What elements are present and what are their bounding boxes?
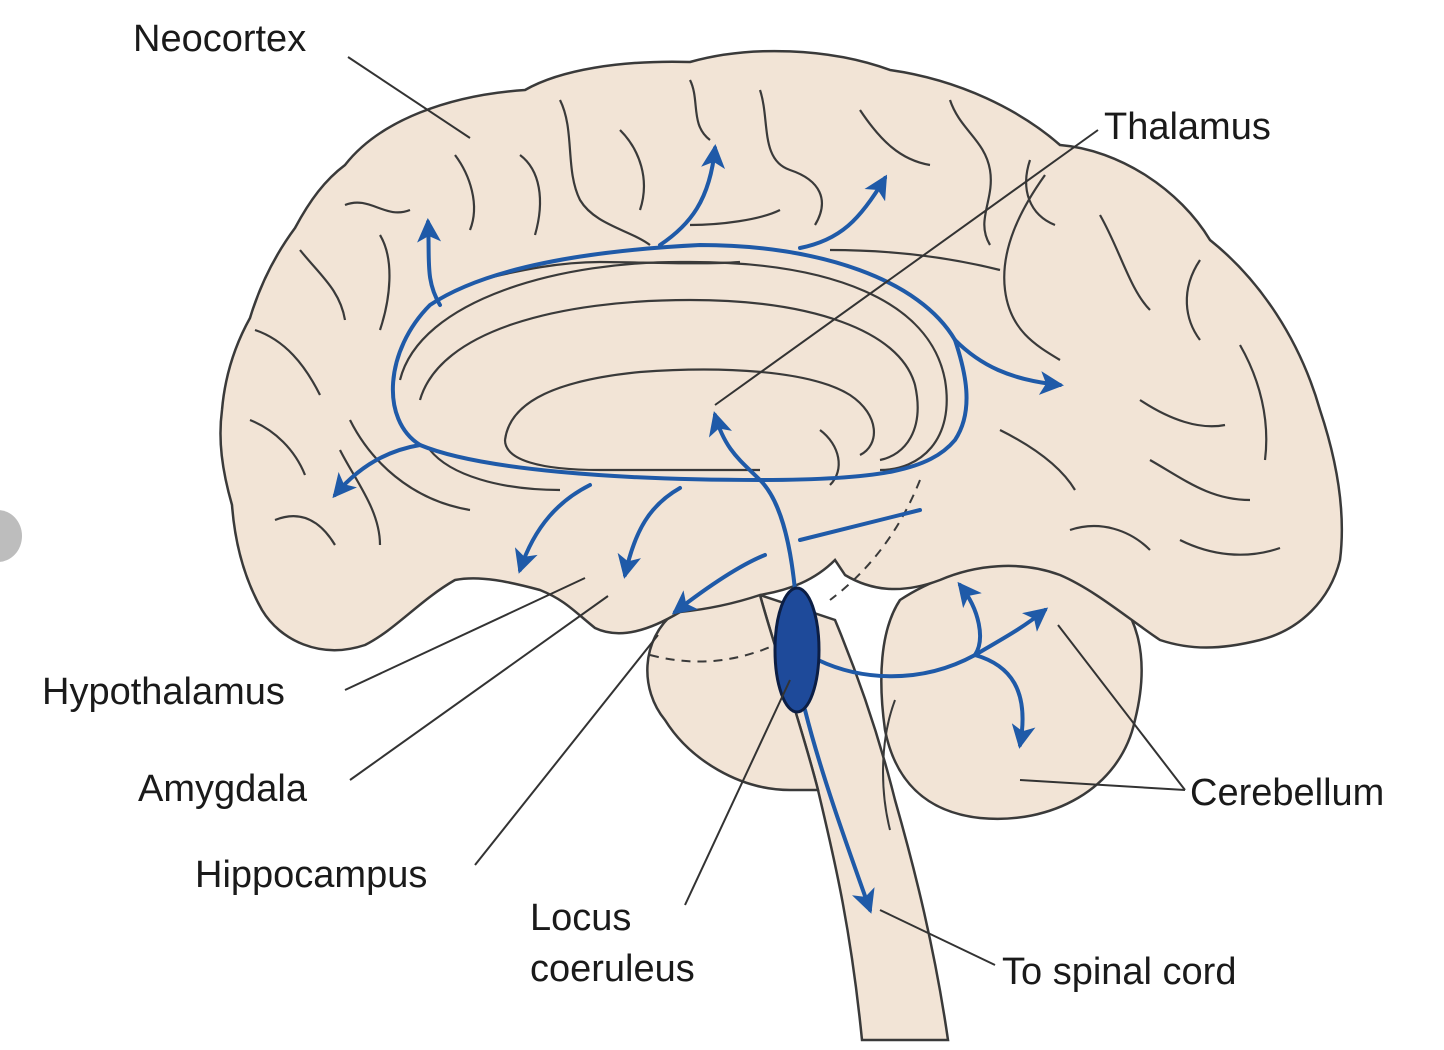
noradrenergic-pathways — [332, 144, 1064, 914]
label-neocortex: Neocortex — [133, 18, 307, 60]
fourth-ventricle — [882, 699, 896, 831]
dashed-boundary-1 — [829, 479, 921, 601]
label-hippocampus: Hippocampus — [195, 854, 428, 896]
cerebellum-shape — [880, 561, 1143, 821]
label-thalamus: Thalamus — [1104, 106, 1271, 148]
leader-lines — [344, 56, 1186, 966]
label-hypothalamus: Hypothalamus — [42, 671, 285, 713]
dashed-boundary-2 — [649, 644, 776, 663]
label-locus: Locus — [530, 897, 632, 939]
side-panel-handle[interactable] — [0, 510, 22, 562]
label-coeruleus: coeruleus — [530, 948, 695, 990]
sulci — [249, 79, 1281, 556]
locus-coeruleus-nucleus — [773, 586, 821, 714]
cerebrum-outline — [219, 49, 1344, 652]
label-spinal-cord: To spinal cord — [1002, 951, 1237, 993]
limbic-arcs — [349, 260, 948, 512]
label-amygdala: Amygdala — [138, 768, 307, 810]
label-cerebellum: Cerebellum — [1190, 772, 1385, 814]
